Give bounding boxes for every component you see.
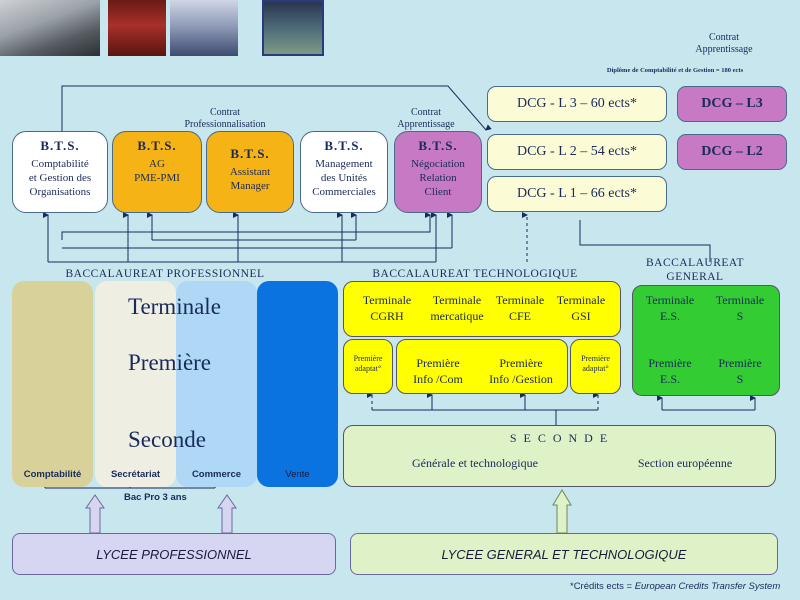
premiere-adaptat-left-label: Première adaptat° <box>353 354 383 373</box>
bts-subtitle: AG PME-PMI <box>134 158 180 184</box>
pro-column-label: Vente <box>285 469 310 480</box>
premiere-es: Première E.S. <box>648 356 692 386</box>
techno-terminale-box <box>343 281 621 337</box>
dcg-l3-apprentissage: DCG – L3 <box>677 86 787 122</box>
header-bac-techno: BACCALAUREAT TECHNOLOGIQUE <box>372 268 578 280</box>
dcg-l2: DCG - L 2 – 54 ects* <box>487 134 667 170</box>
bts-subtitle: Management des Unités Commerciales <box>312 158 376 198</box>
photo-amphitheatre <box>108 0 166 56</box>
seconde-gt-box <box>343 425 776 487</box>
bts-title: B.T.S. <box>324 138 364 153</box>
pro-column-label: Commerce <box>191 469 242 480</box>
pro-column-commerce: Commerce <box>176 281 257 487</box>
pro-premiere: Première <box>128 350 212 375</box>
bts-subtitle: Assistant Manager <box>229 166 271 192</box>
seconde-gt-generale: Générale et technologique <box>412 456 538 470</box>
bts-title: B.T.S. <box>137 138 177 153</box>
pro-column-vente: Vente <box>257 281 338 487</box>
premiere-adaptat-right-label: Première adaptat° <box>581 354 610 373</box>
bts-ag-pme-pmi: B.T.S. AG PME-PMI <box>112 131 202 213</box>
dcg-l3: DCG - L 3 – 60 ects* <box>487 86 667 122</box>
bac-pro-3-ans-label: Bac Pro 3 ans <box>124 492 187 503</box>
dcg-title: Diplôme de Comptabilité et de Gestion = … <box>606 67 744 74</box>
terminale-es: Terminale E.S. <box>645 293 695 323</box>
pro-terminale: Terminale <box>128 294 221 319</box>
header-bac-general: BACCALAUREAT GENERAL <box>645 257 744 283</box>
pro-column-label: Comptabilité <box>23 469 82 480</box>
general-box <box>632 285 780 396</box>
techno-premiere-box <box>396 339 568 394</box>
terminale-mercatique: Terminale mercatique <box>430 293 484 323</box>
contract-professionnalisation: Contrat Professionnalisation <box>184 107 266 130</box>
bts-nrc: B.T.S. Négociation Relation Client <box>394 131 482 213</box>
seconde-gt-europeenne: Section européenne <box>637 456 733 470</box>
photo-computer-room <box>0 0 100 56</box>
pro-column-label: Secrétariat <box>110 469 161 480</box>
premiere-info-com: Première Info /Com <box>413 356 463 386</box>
photo-classroom <box>170 0 238 56</box>
bts-subtitle: Négociation Relation Client <box>411 158 465 198</box>
photo-gymnasium <box>262 0 324 56</box>
contract-apprentissage-top: Contrat Apprentissage <box>695 32 753 55</box>
pro-column-comptabilite: Comptabilité <box>12 281 93 487</box>
premiere-adaptat-right <box>570 339 621 394</box>
header-bac-pro: BACCALAUREAT PROFESSIONNEL <box>65 268 265 280</box>
bts-title: B.T.S. <box>40 138 80 153</box>
pro-seconde: Seconde <box>128 427 206 452</box>
bts-title: B.T.S. <box>418 138 458 153</box>
terminale-s: Terminale S <box>715 293 765 323</box>
seconde-gt-title: S E C O N D E <box>509 431 610 445</box>
contract-apprentissage-mid: Contrat Apprentissage <box>397 107 455 130</box>
premiere-info-gestion: Première Info /Gestion <box>489 356 553 386</box>
lycee-professionnel: LYCEE PROFESSIONNEL <box>12 533 336 575</box>
bts-title: B.T.S. <box>230 146 270 161</box>
bts-muc: B.T.S. Management des Unités Commerciale… <box>300 131 388 213</box>
bts-subtitle: Comptabilité et Gestion des Organisation… <box>28 158 92 198</box>
lycee-general-technologique: LYCEE GENERAL ET TECHNOLOGIQUE <box>350 533 778 575</box>
premiere-s: Première S <box>718 356 762 386</box>
bts-cgo: B.T.S. Comptabilité et Gestion des Organ… <box>12 131 108 213</box>
terminale-cgrh: Terminale CGRH <box>362 293 412 323</box>
footnote-italic: European Credits Transfer System <box>634 581 781 592</box>
dcg-l2-apprentissage: DCG – L2 <box>677 134 787 170</box>
premiere-adaptat-left <box>343 339 393 394</box>
bts-assistant-manager: B.T.S. Assistant Manager <box>206 131 294 213</box>
terminale-gsi: Terminale GSI <box>556 293 606 323</box>
pro-column-secretariat: Secrétariat <box>95 281 176 487</box>
footnote: *Crédits ects = European Credits Transfe… <box>570 581 780 592</box>
footnote-prefix: *Crédits ects = <box>570 581 635 592</box>
dcg-l1: DCG - L 1 – 66 ects* <box>487 176 667 212</box>
terminale-cfe: Terminale CFE <box>495 293 545 323</box>
